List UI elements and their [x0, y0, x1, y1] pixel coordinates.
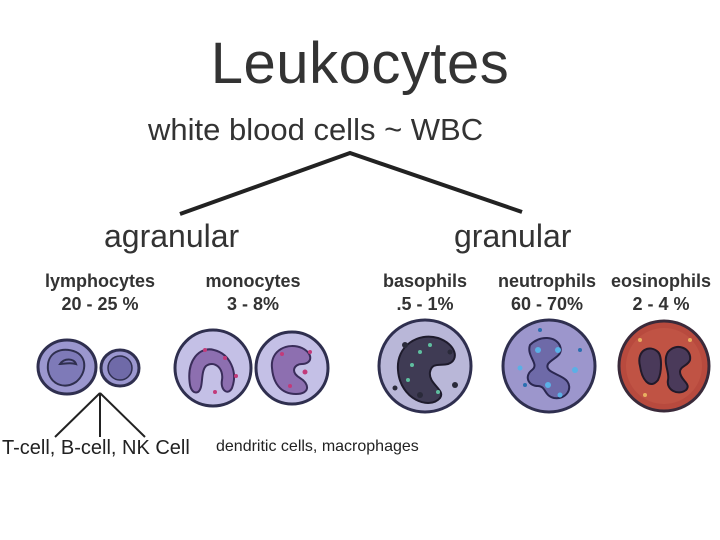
diagram-title: Leukocytes — [210, 31, 510, 96]
cell-percent-neutrophils: 60 - 70% — [510, 294, 584, 314]
cell-percent-basophils: .5 - 1% — [396, 294, 454, 314]
basophil-illustration — [377, 318, 473, 414]
cell-name-lymphocytes: lymphocytes — [44, 271, 156, 291]
monocyte-derivatives-label: dendritic cells, macrophages — [216, 438, 419, 455]
cell-name-neutrophils: neutrophils — [498, 271, 596, 291]
lymphocyte-subtypes-label: T-cell, B-cell, NK Cell — [2, 437, 190, 459]
cell-percent-monocytes: 3 - 8% — [226, 294, 280, 314]
branch-granular: granular — [454, 218, 572, 254]
neutrophil-illustration — [501, 318, 597, 414]
cell-name-basophils: basophils — [382, 271, 467, 291]
monocyte-illustration-1 — [173, 328, 253, 408]
lymphocyte-small-illustration — [99, 348, 141, 388]
subtype-pointer-right — [99, 392, 146, 438]
cell-percent-eosinophils: 2 - 4 % — [632, 294, 690, 314]
monocyte-illustration-2 — [254, 330, 330, 406]
cell-name-monocytes: monocytes — [205, 271, 301, 291]
diagram-subtitle: white blood cells ~ WBC — [148, 112, 484, 147]
cell-percent-lymphocytes: 20 - 25 % — [61, 294, 139, 314]
branch-connector — [179, 150, 523, 216]
cell-name-eosinophils: eosinophils — [610, 271, 711, 291]
branch-agranular: agranular — [104, 218, 240, 254]
eosinophil-illustration — [617, 319, 711, 413]
lymphocyte-large-illustration — [36, 338, 98, 396]
subtype-pointer-left — [54, 392, 101, 438]
